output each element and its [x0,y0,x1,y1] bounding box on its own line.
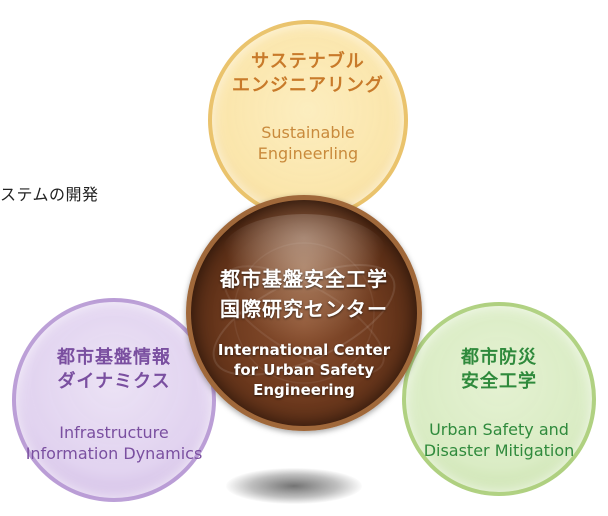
center-en-title: International Center for Urban Safety En… [191,340,417,400]
decorative-swirl-graphic [212,242,396,384]
subtitle-line: Engineering [253,381,355,399]
subtitle-line: Information Dynamics [25,444,203,463]
title-line: サステナブル [251,51,365,72]
subtitle-line: Sustainable [261,123,355,142]
subtitle-line: Engineerling [257,144,359,163]
sphere-highlight [221,214,387,294]
subtitle-line: Infrastructure [59,423,169,442]
sustainable-engineering-circle: サステナブル エンジニアリング Sustainable Engineerling [208,20,408,220]
center-shadow [226,468,362,504]
subtitle-line: International Center [217,341,391,359]
infrastructure-information-dynamics-circle: 都市基盤情報 ダイナミクス Infrastructure Information… [12,298,216,502]
subtitle-line: for Urban Safety [233,361,375,379]
title-line: 安全工学 [461,371,537,392]
center-sphere: 都市基盤安全工学 国際研究センター International Center f… [186,195,422,431]
infrastructure-en-title: Infrastructure Information Dynamics [6,422,222,464]
subtitle-line: Urban Safety and [429,420,569,439]
urban-safety-jp-title: 都市防災 安全工学 [406,346,592,394]
urban-safety-en-title: Urban Safety and Disaster Mitigation [400,419,598,461]
sustainable-engineering-en-title: Sustainable Engineerling [212,122,404,164]
infrastructure-jp-title: 都市基盤情報 ダイナミクス [16,346,212,394]
title-line: 都市基盤安全工学 [220,267,388,291]
urban-safety-circle: 都市防災 安全工学 Urban Safety and Disaster Miti… [402,302,596,496]
subtitle-line: Disaster Mitigation [423,441,575,460]
title-line: 都市基盤情報 [57,347,171,368]
sustainable-engineering-jp-title: サステナブル エンジニアリング [212,50,404,98]
title-line: 都市防災 [461,347,537,368]
center-jp-title: 都市基盤安全工学 国際研究センター [191,264,417,324]
title-line: ダイナミクス [57,371,171,392]
title-line: 国際研究センター [220,297,388,321]
partial-side-text: ステムの開発 [0,185,99,204]
title-line: エンジニアリング [232,75,384,96]
